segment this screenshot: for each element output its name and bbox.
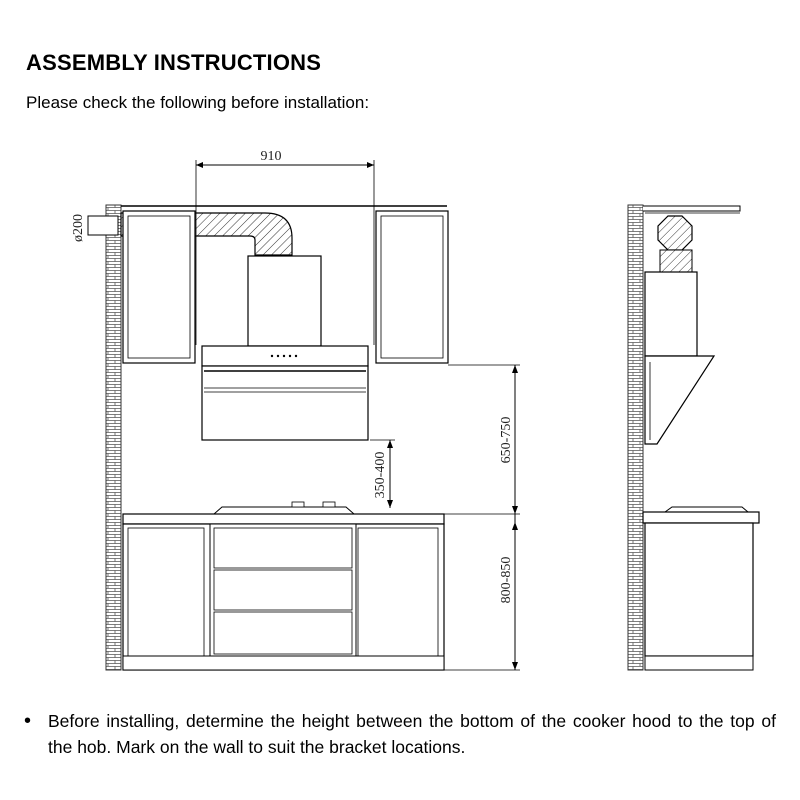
hood-chimney (247, 255, 322, 347)
side-view (627, 204, 760, 671)
wall-cabinet-right (375, 210, 449, 364)
bullet-point: • (24, 710, 32, 732)
dim-cabinet-to-worktop: 650-750 (499, 417, 514, 464)
note-item: • Before installing, determine the heigh… (24, 708, 776, 760)
chimney-side (644, 271, 698, 357)
worktop-side (642, 511, 760, 524)
dim-hood-to-hob: 350-400 (373, 452, 388, 499)
wall-brick-side (627, 204, 644, 671)
dim-duct-diameter: ø200 (71, 214, 86, 242)
hob (212, 506, 356, 515)
dim-hood-width: 910 (261, 149, 282, 164)
dim-worktop-height: 800-850 (499, 557, 514, 604)
wall-brick-front (105, 204, 122, 671)
intro-text: Please check the following before instal… (26, 93, 370, 112)
hood-side-profile (644, 355, 716, 445)
note-text: Before installing, determine the height … (48, 711, 776, 757)
cabinet-side (644, 522, 754, 657)
duct-section (657, 215, 693, 251)
hood-body (201, 365, 369, 441)
wall-cabinet-left (122, 210, 196, 364)
worktop (122, 513, 445, 525)
drawer-unit (209, 523, 357, 657)
page-heading: ASSEMBLY INSTRUCTIONS (26, 50, 322, 75)
duct-outlet (87, 215, 119, 236)
front-view: 910 ø200 650-750 350-400 (71, 149, 520, 671)
